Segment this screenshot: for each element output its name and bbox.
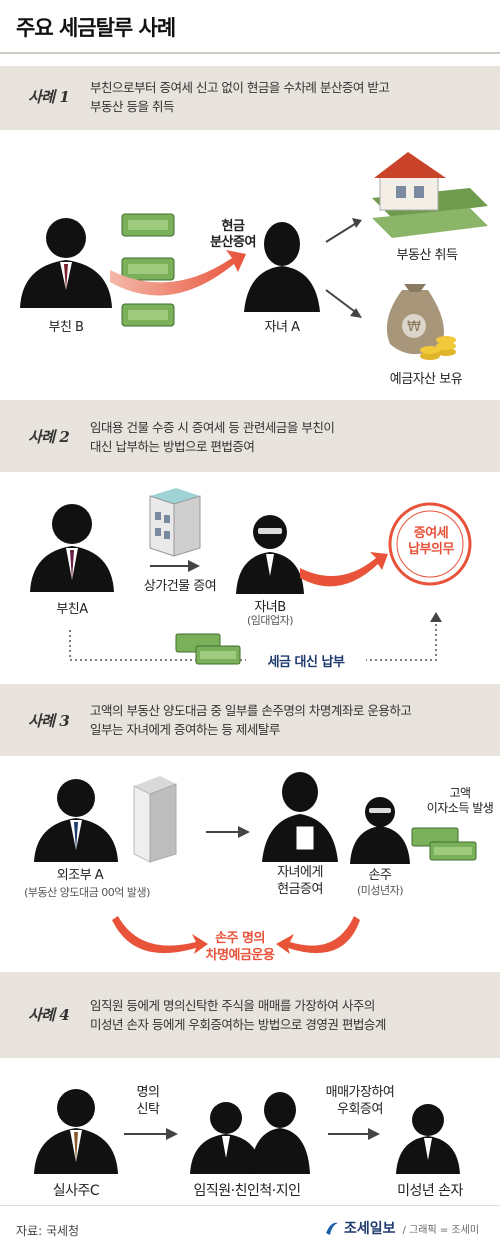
- case3-header-band: [0, 684, 500, 756]
- case2-tax-paid-label: 세금 대신 납부: [246, 651, 366, 670]
- case2-building-gift-label: 상가건물 증여: [143, 579, 217, 594]
- cash-stack-icon: [121, 213, 175, 327]
- employees-group-icon: [190, 1092, 310, 1174]
- case3-grandfather-label: 외조부 A: [56, 868, 104, 883]
- tower-building-icon: [133, 776, 177, 863]
- case4-illustration: [34, 1089, 460, 1174]
- case1-label: 사례 1: [28, 88, 70, 106]
- grandson-icon: [396, 1104, 460, 1174]
- case1-illustration: ₩: [20, 152, 488, 360]
- case1-deposit-label: 예금자산 보유: [389, 372, 463, 387]
- gift-arrow-icon: [110, 250, 246, 296]
- case1-father-label: 부친 B: [48, 320, 84, 335]
- father-a-icon: [30, 504, 114, 592]
- case2-label: 사례 2: [28, 428, 70, 446]
- case3-description: 고액의 부동산 양도대금 중 일부를 손주명의 차명계좌로 운용하고 일부는 자…: [90, 703, 412, 737]
- father-b-icon: [20, 218, 112, 308]
- case2-header-band: [0, 400, 500, 472]
- case3-illustration: [34, 772, 477, 954]
- case3-label: 사례 3: [28, 712, 70, 730]
- case1-child-label: 자녀 A: [264, 320, 300, 335]
- page-title: 주요 세금탈루 사례: [16, 16, 176, 40]
- child-b-icon: [236, 515, 304, 594]
- case2-child-sub-label: (임대업자): [246, 614, 294, 627]
- case4-description: 임직원 등에게 명의신탁한 주식을 매매를 가장하여 사주의 미성년 손자 등에…: [90, 998, 386, 1032]
- case3-grandchild-label: 손주: [368, 868, 392, 883]
- case1-header-band: [0, 66, 500, 130]
- case1-real-estate-label: 부동산 취득: [396, 248, 458, 263]
- case2-child-label: 자녀B: [254, 600, 286, 615]
- money-bag-icon: ₩: [386, 284, 456, 360]
- owner-c-icon: [34, 1089, 118, 1174]
- case4-header-band: [0, 972, 500, 1058]
- case3-grandfather-sub-label: (부동산 양도대금 00억 발생): [24, 886, 150, 899]
- right-curve-arrow-icon: [276, 916, 360, 954]
- footer-divider: [0, 1205, 500, 1206]
- tax-duty-arrow-icon: [300, 552, 388, 587]
- brand-icon: [326, 1222, 338, 1235]
- commercial-building-icon: [149, 488, 201, 557]
- house-icon: [372, 152, 488, 238]
- left-curve-arrow-icon: [112, 916, 208, 954]
- child-a-icon: [244, 222, 320, 312]
- case4-owner-label: 실사주C: [52, 1183, 100, 1199]
- svg-text:₩: ₩: [407, 319, 421, 335]
- brand-name: 조세일보: [344, 1221, 396, 1237]
- case4-label: 사례 4: [28, 1006, 70, 1024]
- case2-father-label: 부친A: [56, 602, 88, 617]
- case2-description: 임대용 건물 수증 시 증여세 등 관련세금을 부친이 대신 납부하는 방법으로…: [90, 420, 335, 454]
- title-divider: [0, 52, 500, 54]
- daughter-icon: [262, 772, 338, 862]
- cash-stack-icon: [411, 827, 477, 861]
- brand-logo: 조세일보 / 그래픽 = 조세미: [322, 1218, 479, 1238]
- case2-illustration: [30, 488, 472, 665]
- case4-grandson-label: 미성년 손자: [397, 1183, 463, 1199]
- tax-stamp-icon: [388, 502, 472, 586]
- graphic-credit: / 그래픽 = 조세미: [402, 1224, 480, 1236]
- grandfather-a-icon: [34, 779, 118, 862]
- source-text: 자료: 국세청: [16, 1224, 80, 1238]
- case3-grandchild-sub-label: (미성년자): [356, 884, 404, 897]
- case4-employees-label: 임직원·친인척·지인: [193, 1183, 301, 1199]
- case1-description: 부친으로부터 증여세 신고 없이 현금을 수차례 분산증여 받고 부동산 등을 …: [90, 80, 390, 114]
- cash-stack-icon: [175, 633, 241, 665]
- grandchild-icon: [350, 797, 410, 864]
